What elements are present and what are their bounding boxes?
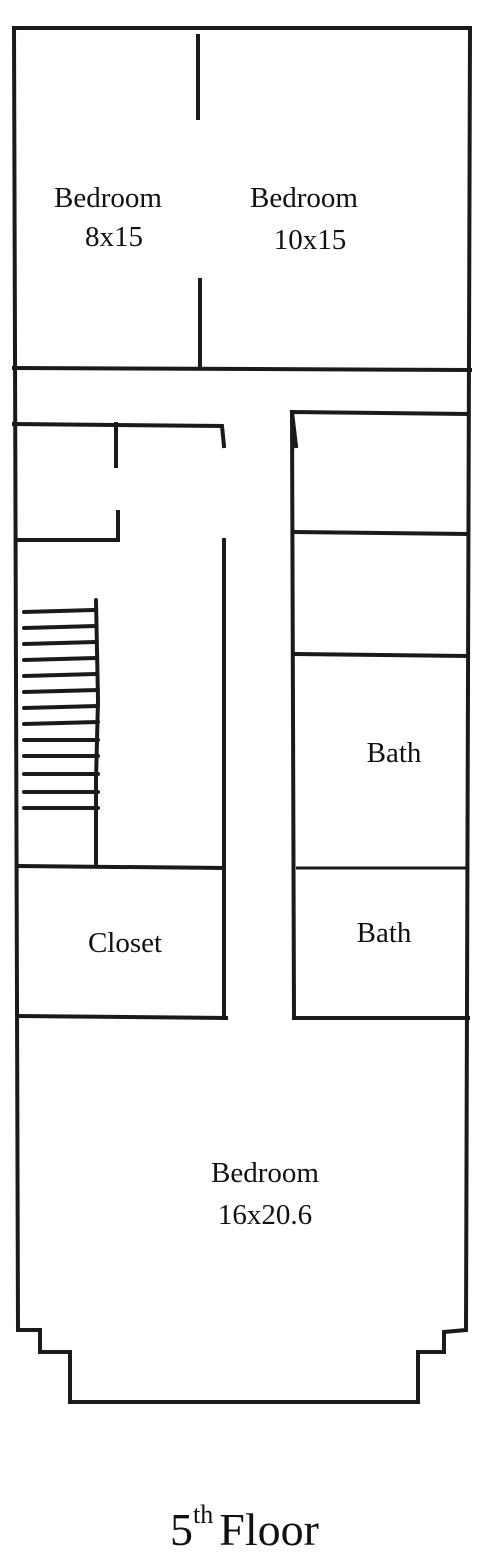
floor-number: 5 — [170, 1504, 194, 1555]
floor-ordinal-suffix: th — [193, 1500, 214, 1529]
stair-stringer — [94, 598, 101, 866]
left-block-top-wall — [11, 421, 227, 449]
closet-bottom-wall — [15, 1013, 229, 1021]
right-block-outline — [289, 409, 471, 449]
bedrooms-bottom-wall — [11, 365, 473, 373]
bedroom-large-name: Bedroom — [211, 1157, 319, 1189]
stair-bottom-wall — [15, 863, 227, 871]
bedroom-small-size: 8x15 — [85, 221, 143, 253]
bath-lower-name: Bath — [357, 917, 412, 949]
bath-upper-name: Bath — [367, 737, 422, 769]
stair-treads — [22, 608, 100, 810]
bedroom-small-name: Bedroom — [54, 182, 162, 214]
right-block-divider-2 — [293, 651, 469, 659]
closet-name: Closet — [88, 927, 162, 959]
floor-word: Floor — [219, 1504, 319, 1555]
right-block-left-wall — [289, 409, 470, 1020]
bedroom-medium-name: Bedroom — [250, 182, 358, 214]
right-block-divider-1 — [291, 529, 471, 537]
bedroom-medium-size: 10x15 — [274, 224, 347, 256]
left-block-jog-lower — [16, 510, 120, 542]
outer-wall — [11, 26, 473, 1404]
bedroom-large-size: 16x20.6 — [218, 1199, 312, 1231]
